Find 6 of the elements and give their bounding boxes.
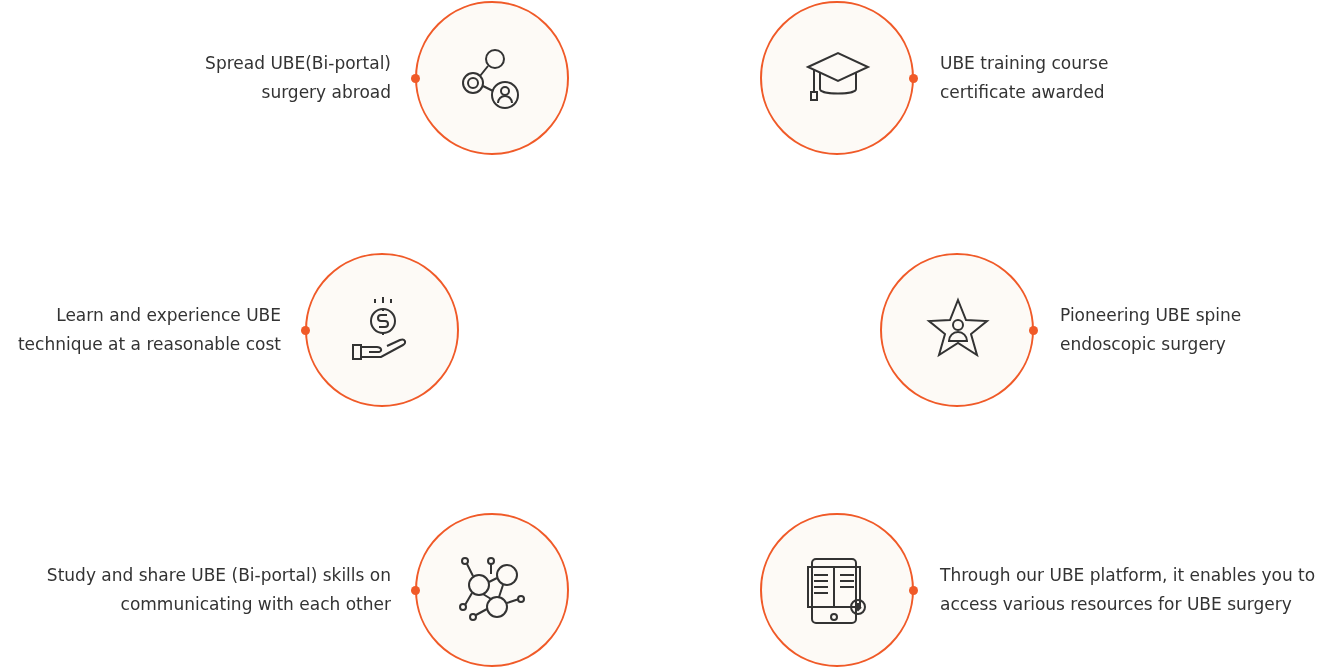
description-text: Spread UBE(Bi-portal) surgery abroad bbox=[204, 52, 391, 104]
description-text: UBE training course certificate awarded bbox=[940, 52, 1110, 104]
description-text: Through our UBE platform, it enables you to access various resources for UBE surgery bbox=[940, 564, 1317, 616]
description-text: Pioneering UBE spine endoscopic surgery bbox=[1060, 304, 1243, 356]
description-text: Learn and experience UBE technique at a reasonable cost bbox=[16, 304, 281, 356]
description-text: Study and share UBE (Bi-portal) skills on communicating with each other bbox=[45, 564, 391, 616]
